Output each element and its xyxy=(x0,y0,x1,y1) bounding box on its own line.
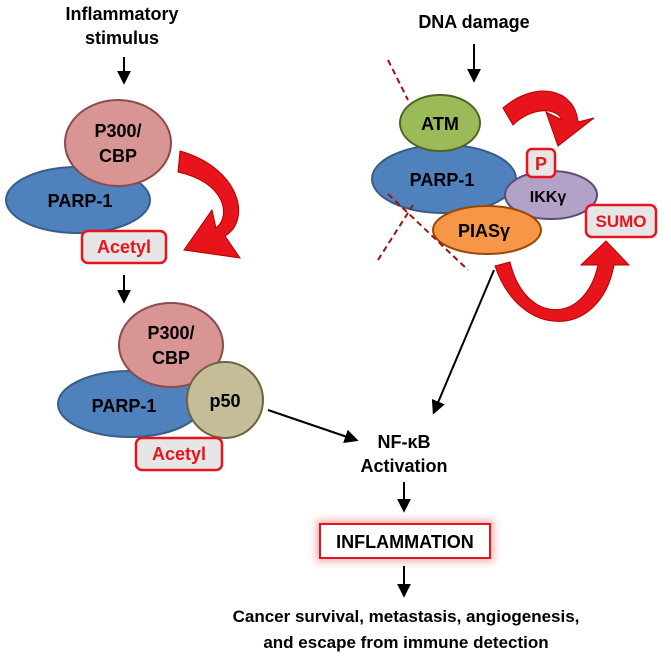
inflammation-box xyxy=(319,523,491,559)
atm-label: ATM xyxy=(421,114,459,134)
p300-label-bottom-line2: CBP xyxy=(152,348,190,368)
nfkb-label-line1: NF-κB xyxy=(377,432,430,452)
inflammation-label: INFLAMMATION xyxy=(336,532,474,552)
p300-label-bottom-line1: P300/ xyxy=(147,323,194,343)
sumo-label: SUMO xyxy=(596,212,647,231)
phospho-label: P xyxy=(535,154,547,174)
parp1-label-bottom-left: PARP-1 xyxy=(92,396,157,416)
arrow-right-complex-to-nfkb xyxy=(431,269,495,415)
acetyl-label-top: Acetyl xyxy=(97,237,151,257)
dna-damage-label: DNA damage xyxy=(418,12,529,32)
curved-red-arrow-acetylation xyxy=(177,150,242,259)
parp1-label-right: PARP-1 xyxy=(410,170,475,190)
dashed-line-top xyxy=(387,59,409,101)
curved-red-arrow-phosphorylation xyxy=(502,90,595,147)
acetyl-label-bottom: Acetyl xyxy=(152,444,206,464)
outcome-label-line1: Cancer survival, metastasis, angiogenesi… xyxy=(233,607,580,626)
arrow-complex2-to-nfkb xyxy=(267,409,359,444)
sumo-badge xyxy=(584,203,658,239)
p50-circle xyxy=(186,361,264,439)
inflammatory-stimulus-label-line2: stimulus xyxy=(85,28,159,48)
p50-label: p50 xyxy=(209,391,240,411)
pias-ellipse xyxy=(432,205,542,255)
atm-ellipse xyxy=(399,94,481,152)
p300-label-top-line2: CBP xyxy=(99,146,137,166)
dashed-line-bottom xyxy=(387,193,469,271)
nfkb-label-line2: Activation xyxy=(360,456,447,476)
acetyl-badge-bottom xyxy=(134,436,224,472)
acetyl-badge-top xyxy=(80,229,168,265)
outcome-label-line2: and escape from immune detection xyxy=(263,633,548,652)
p300-cbp-ellipse-top xyxy=(64,99,172,187)
parp1-label-top-left: PARP-1 xyxy=(48,191,113,211)
inflammatory-stimulus-label-line1: Inflammatory xyxy=(65,4,178,24)
pias-label: PIASγ xyxy=(458,221,510,241)
dashed-line-left xyxy=(377,204,414,261)
phospho-badge xyxy=(525,147,557,179)
curved-red-arrow-sumoylation xyxy=(494,240,631,322)
p300-label-top-line1: P300/ xyxy=(94,121,141,141)
p300-cbp-ellipse-bottom xyxy=(118,302,224,388)
ikk-label: IKKγ xyxy=(530,189,567,206)
